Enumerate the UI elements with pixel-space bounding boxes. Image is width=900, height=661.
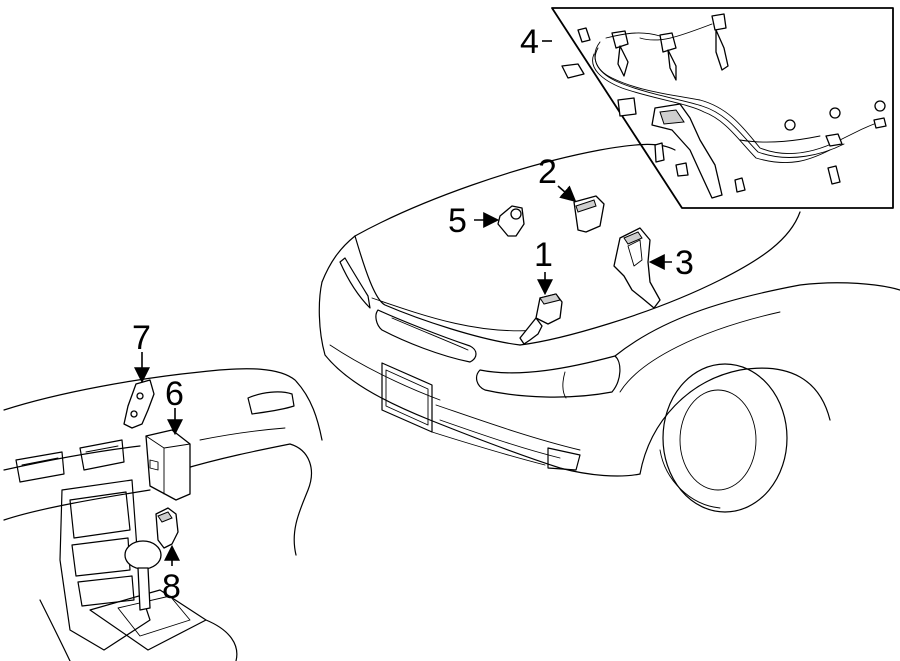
- dashboard-illustration: [3, 368, 323, 661]
- bracket-part-7: [123, 379, 155, 429]
- ignition-coil-part-1: [519, 293, 563, 345]
- igniter-module-part-2: [573, 195, 605, 233]
- callout-2: 2: [538, 153, 557, 191]
- sensor-part-5: [497, 205, 525, 237]
- callout-labels: 1 2 3 4 5 6 7 8: [132, 23, 694, 606]
- callout-3: 3: [675, 244, 694, 282]
- callout-5: 5: [448, 202, 467, 240]
- callout-7: 7: [132, 319, 151, 357]
- callout-8: 8: [162, 568, 181, 606]
- callout-leaders: [134, 40, 672, 566]
- callout-6: 6: [165, 375, 184, 413]
- bracket-part-3: [613, 227, 661, 309]
- leader-2: [557, 185, 577, 203]
- ecu-module-part-6: [145, 429, 191, 501]
- ignition-wire-inset: [551, 7, 894, 209]
- callout-4: 4: [520, 23, 539, 61]
- bracket-part-8: [155, 507, 179, 549]
- callout-1: 1: [534, 236, 553, 274]
- car-front-illustration: [318, 143, 900, 513]
